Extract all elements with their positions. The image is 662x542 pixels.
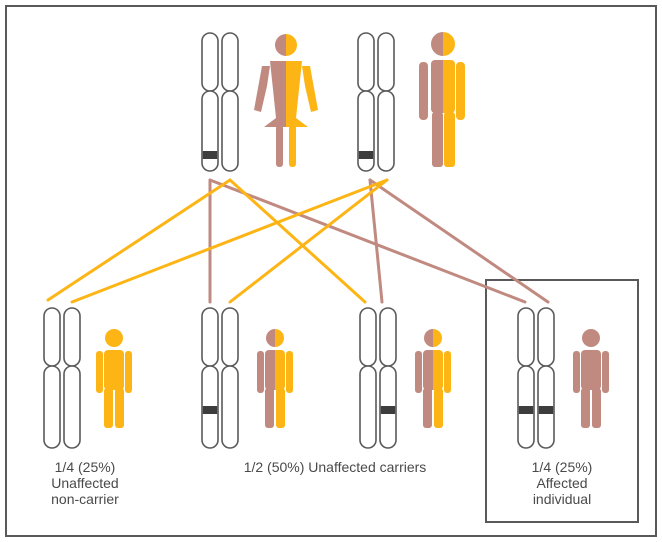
- label-affected-status: Affected: [536, 475, 588, 491]
- child-1-figure-icon: [96, 329, 132, 428]
- affected-highlight-box: [485, 279, 639, 523]
- child-4-chromosome-right: [537, 307, 555, 449]
- mutation-band: [202, 406, 218, 414]
- inheritance-lines: [46, 178, 550, 304]
- father-chromosome-left: [357, 32, 375, 172]
- mutation-band: [380, 406, 396, 414]
- child-1-chromosome-left: [43, 307, 61, 449]
- label-non-carrier-status: Unaffected: [51, 475, 119, 491]
- child-3-figure-icon: [415, 329, 451, 428]
- label-non-carrier: 1/4 (25%) Unaffected non-carrier: [12, 459, 158, 507]
- label-carriers: 1/2 (50%) Unaffected carriers: [200, 459, 470, 475]
- inheritance-line-7: [70, 178, 389, 304]
- inheritance-line-6: [368, 178, 384, 304]
- inheritance-line-5: [368, 178, 550, 304]
- label-carriers-text: 1/2 (50%) Unaffected carriers: [243, 459, 427, 475]
- mutation-band: [538, 406, 554, 414]
- child-3-chromosome-right: [379, 307, 397, 449]
- father-chromosome-right: [377, 32, 395, 172]
- label-non-carrier-type: non-carrier: [51, 491, 119, 507]
- child-1-chromosome-right: [63, 307, 81, 449]
- person-figures: [96, 32, 609, 428]
- father-figure-icon: [419, 32, 465, 167]
- child-3-chromosome-left: [359, 307, 377, 449]
- mutation-band: [358, 151, 374, 159]
- inheritance-line-1: [208, 178, 527, 304]
- mother-chromosome-right: [221, 32, 239, 172]
- child-2-chromosome-right: [221, 307, 239, 449]
- child-2-figure-icon: [257, 329, 293, 428]
- mutation-band: [518, 406, 534, 414]
- child-2-chromosome-left: [201, 307, 219, 449]
- label-affected-type: individual: [532, 491, 592, 507]
- label-non-carrier-ratio: 1/4 (25%): [54, 459, 116, 475]
- inheritance-line-8: [228, 178, 389, 304]
- mutation-band: [202, 151, 218, 159]
- inheritance-line-4: [228, 178, 367, 304]
- child-4-chromosome-left: [517, 307, 535, 449]
- inheritance-line-3: [46, 178, 232, 302]
- child-4-figure-icon: [573, 329, 609, 428]
- label-affected: 1/4 (25%) Affected individual: [492, 459, 632, 507]
- chromosome-pairs: [43, 32, 555, 449]
- mother-figure-icon: [254, 34, 318, 167]
- mother-chromosome-left: [201, 32, 219, 172]
- label-affected-ratio: 1/4 (25%): [531, 459, 593, 475]
